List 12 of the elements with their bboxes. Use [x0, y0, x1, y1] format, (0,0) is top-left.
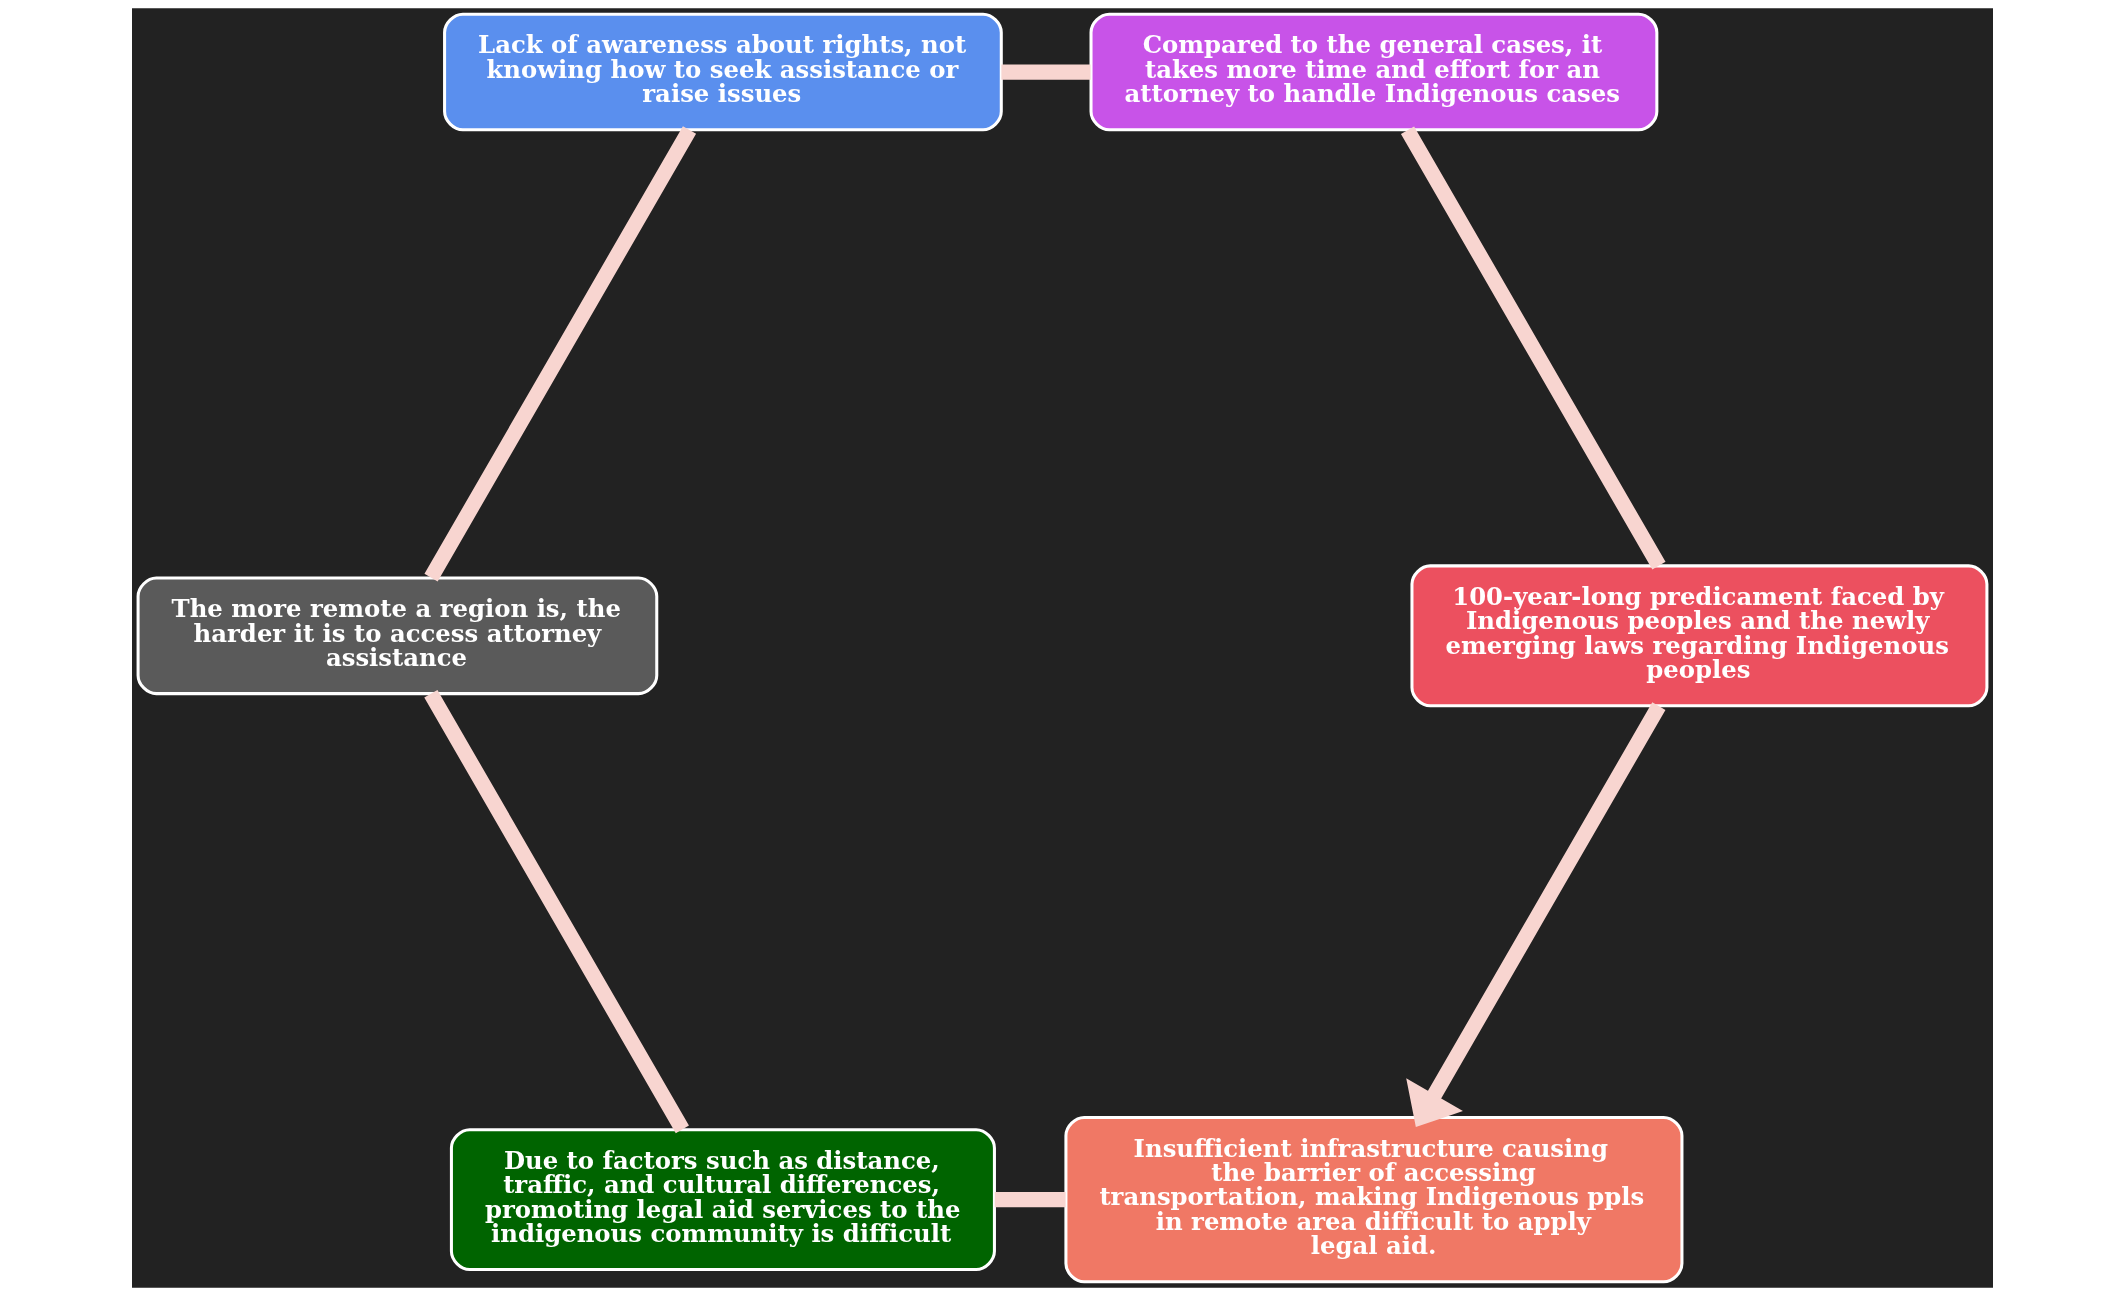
node-box: The more remote a region is, the harder it is to access attorney assistance: [136, 576, 659, 696]
connector: [994, 1192, 1066, 1208]
node-box: Due to factors such as distance, traffic, and cultural differences, promoting legal aid services to the indigenous community is difficult: [449, 1128, 996, 1272]
node-box: 100-year-long predicament faced by Indigenous peoples and the newly emerging laws regarding Indigenous peoples: [1410, 564, 1989, 708]
connector: [424, 126, 697, 582]
arrow: [1406, 702, 1666, 1127]
connector: [1001, 64, 1091, 80]
node-box: Insufficient infrastructure causing the barrier of accessing transportation, making Indigenous ppls in remote area difficult to apply legal aid.: [1064, 1115, 1684, 1284]
connector: [424, 689, 689, 1134]
node-box: Compared to the general cases, it takes more time and effort for an attorney to handle Indigenous cases: [1089, 12, 1659, 132]
node-box: Lack of awareness about rights, not knowing how to seek assistance or raise issues: [443, 12, 1003, 132]
connector: [1400, 126, 1666, 570]
